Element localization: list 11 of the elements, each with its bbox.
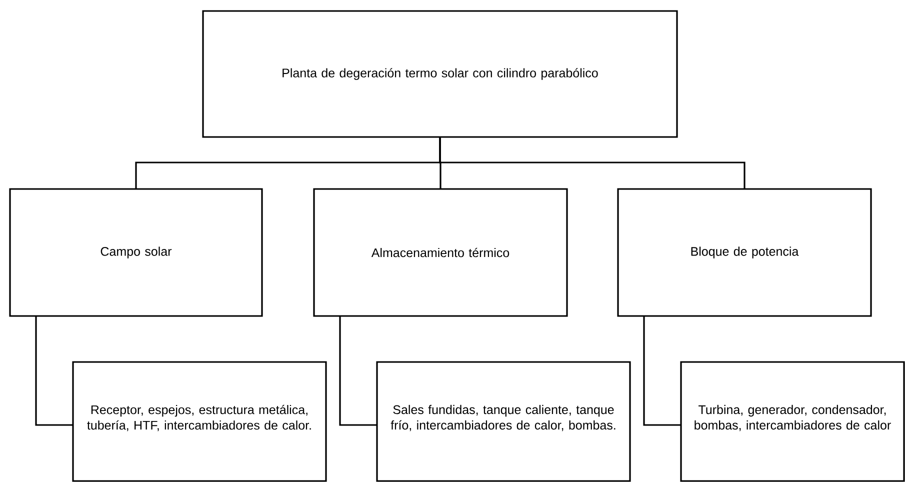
detail-box: Receptor, espejos, estructura metálica, tubería, HTF, intercambiadores de calor.: [72, 361, 327, 482]
detail-box: Turbina, generador, condensador, bombas, intercambiadores de calor: [680, 361, 905, 482]
category-box: Bloque de potencia: [617, 188, 872, 317]
title-box: Planta de degeración termo solar con cilindro parabólico: [202, 10, 678, 138]
connector-line: [35, 316, 73, 426]
category-box: Almacenamiento térmico: [313, 188, 568, 317]
connector-line: [439, 137, 746, 189]
detail-box: Sales fundidas, tanque caliente, tanque frío, intercambiadores de calor, bombas.: [376, 361, 631, 482]
connector-line: [339, 316, 377, 426]
category-box: Campo solar: [9, 188, 263, 317]
connector-line: [643, 316, 681, 426]
